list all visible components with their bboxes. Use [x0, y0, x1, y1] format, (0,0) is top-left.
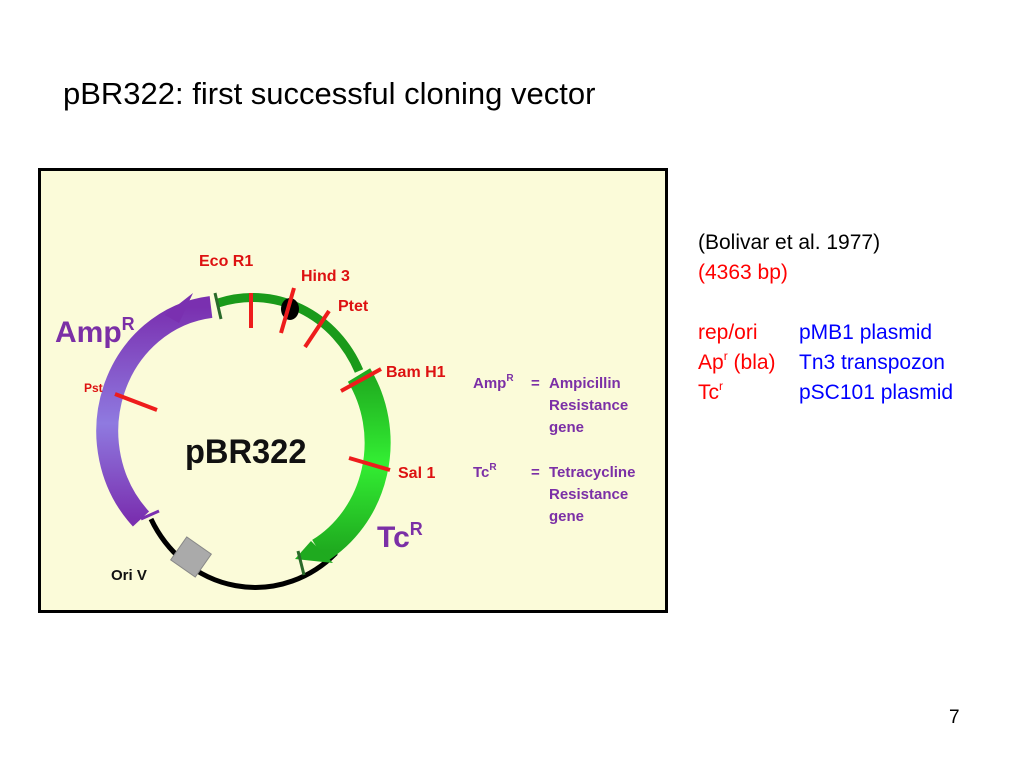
pst-site	[114, 392, 158, 412]
tc-gene-arrow	[295, 541, 333, 563]
tc-gene-arc	[311, 368, 391, 563]
notes-spacer	[698, 288, 880, 318]
tc-end-tick	[296, 550, 306, 576]
ptet-site	[303, 309, 331, 349]
sal-1-label: Sal 1	[398, 465, 435, 482]
legend-amp-line2: Resistance	[549, 397, 628, 414]
citation: (Bolivar et al. 1977)	[698, 231, 881, 254]
legend-amp-line1: Ampicillin	[549, 375, 621, 392]
hind-3-site	[279, 287, 296, 334]
ori-box	[169, 536, 213, 578]
legend-tc-eq: =	[531, 464, 540, 481]
amp-end-tick	[140, 509, 160, 521]
notes-row-value: pMB1 plasmid	[799, 321, 933, 344]
backbone-green	[216, 292, 364, 373]
legend-tc-line2: Resistance	[549, 486, 628, 503]
ptet-label: Ptet	[338, 298, 369, 315]
page-number: 7	[949, 707, 960, 728]
notes-row: Apr (bla) Tn3 transpozon	[698, 348, 945, 378]
plasmid-name-label: pBR322	[185, 433, 306, 471]
notes-row-key: Apr (bla)	[698, 349, 776, 374]
amp-gene-label-text: Amp	[55, 316, 122, 349]
eco-r1-label: Eco R1	[199, 253, 253, 270]
amp-start-tick	[213, 292, 223, 320]
plasmid-figure: pBR322 Eco R1 Hind 3 Ptet Bam H1 Sal 1 P…	[38, 168, 668, 613]
amp-gene-label: AmpR	[55, 314, 135, 349]
hind-3-label: Hind 3	[301, 268, 350, 285]
tc-gene-label: TcR	[377, 519, 423, 554]
notes-row-value: pSC101 plasmid	[799, 381, 954, 404]
side-notes: (Bolivar et al. 1977) (4363 bp) rep/ori …	[698, 228, 953, 408]
notes-row: Tcr pSC101 plasmid	[698, 378, 953, 408]
sal-1-site	[348, 456, 391, 472]
notes-row: rep/ori pMB1 plasmid	[698, 318, 932, 348]
bam-h1-site	[340, 367, 382, 393]
amp-gene-label-sup: R	[122, 314, 135, 334]
legend-amp-key: AmpR	[473, 373, 514, 392]
amp-gene-arc	[96, 296, 213, 527]
tc-gene-label-text: Tc	[377, 521, 410, 554]
amp-gene-arrow	[165, 293, 193, 323]
legend-amp-eq: =	[531, 375, 540, 392]
plasmid-map: pBR322 Eco R1 Hind 3 Ptet Bam H1 Sal 1 P…	[55, 253, 635, 590]
slide-title: pBR322: first successful cloning vector	[63, 76, 596, 111]
notes-row-value: Tn3 transpozon	[799, 351, 945, 374]
legend-tc-line3: gene	[549, 508, 584, 525]
notes-row-key: Tcr	[698, 379, 723, 404]
legend-tc-key: TcR	[473, 462, 497, 481]
legend-tc-line1: Tetracycline	[549, 464, 635, 481]
legend-amp-line3: gene	[549, 419, 584, 436]
plasmid-size: (4363 bp)	[698, 261, 788, 284]
tc-gene-label-sup: R	[410, 519, 423, 539]
backbone-black	[148, 517, 338, 590]
bam-h1-label: Bam H1	[386, 364, 446, 381]
ori-label: Ori V	[111, 567, 147, 584]
legend: AmpR = Ampicillin Resistance gene TcR = …	[473, 373, 635, 525]
notes-row-key: rep/ori	[698, 321, 758, 344]
pst-label: Pst	[84, 381, 103, 395]
